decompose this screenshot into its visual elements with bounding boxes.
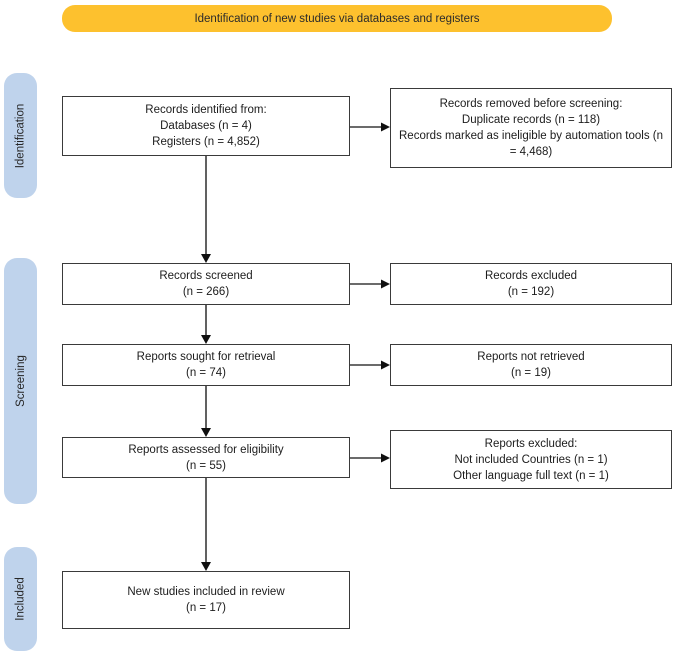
box-reports-sought: Reports sought for retrieval (n = 74) (62, 344, 350, 386)
box-text-line: (n = 55) (186, 459, 226, 472)
stage-label-identification: Identification (4, 73, 37, 198)
stage-label-identification-text: Identification (14, 103, 27, 168)
banner-label: Identification of new studies via databa… (194, 12, 480, 25)
box-records-screened: Records screened (n = 266) (62, 263, 350, 305)
box-records-removed: Records removed before screening: Duplic… (390, 88, 672, 168)
arrow-sought-to-assessed (201, 386, 211, 437)
box-text-line: Records removed before screening: (439, 98, 623, 110)
box-text-line: Reports assessed for eligibility (128, 443, 284, 456)
box-records-excluded: Records excluded (n = 192) (390, 263, 672, 305)
box-text-line: Records screened (159, 270, 253, 282)
arrow-assessed-to-included (201, 478, 211, 571)
banner-identification-of-new-studies: Identification of new studies via databa… (62, 5, 612, 32)
box-reports-assessed: Reports assessed for eligibility (n = 55… (62, 437, 350, 478)
box-text-line: Records marked as ineligible by automati… (399, 130, 663, 158)
box-records-identified: Records identified from: Databases (n = … (62, 96, 350, 156)
arrow-screened-to-sought (201, 305, 211, 344)
box-text-line: (n = 266) (182, 286, 230, 298)
arrow-sought-to-not-retrieved (350, 360, 390, 370)
box-text-line: Not included Countries (n = 1) (454, 453, 608, 466)
box-text-line: Duplicate records (n = 118) (461, 114, 601, 126)
stage-label-screening: Screening (4, 258, 37, 504)
box-text-line: Reports excluded: (484, 437, 578, 450)
box-text-line: (n = 74) (186, 367, 226, 379)
arrow-assessed-to-reports-excluded (350, 453, 390, 463)
box-new-studies-included: New studies included in review (n = 17) (62, 571, 350, 629)
box-text-line: Databases (n = 4) (160, 120, 252, 132)
arrow-identified-to-screened (201, 156, 211, 263)
box-text-line: (n = 19) (511, 367, 551, 379)
box-reports-excluded: Reports excluded: Not included Countries… (390, 430, 672, 489)
box-text-line: Reports sought for retrieval (136, 351, 276, 363)
stage-label-included: Included (4, 547, 37, 651)
box-text-line: Reports not retrieved (477, 351, 585, 363)
stage-label-included-text: Included (14, 577, 27, 621)
box-text-line: New studies included in review (127, 586, 285, 598)
box-text-line: Registers (n = 4,852) (152, 136, 260, 148)
arrow-identified-to-removed (350, 122, 390, 132)
stage-label-screening-text: Screening (14, 355, 27, 407)
box-reports-not-retrieved: Reports not retrieved (n = 19) (390, 344, 672, 386)
box-text-line: (n = 17) (186, 602, 226, 614)
box-text-line: Records excluded (484, 270, 578, 282)
box-text-line: Records identified from: (145, 104, 267, 116)
arrow-screened-to-excluded (350, 279, 390, 289)
box-text-line: (n = 192) (507, 286, 555, 298)
box-text-line: Other language full text (n = 1) (453, 469, 609, 482)
